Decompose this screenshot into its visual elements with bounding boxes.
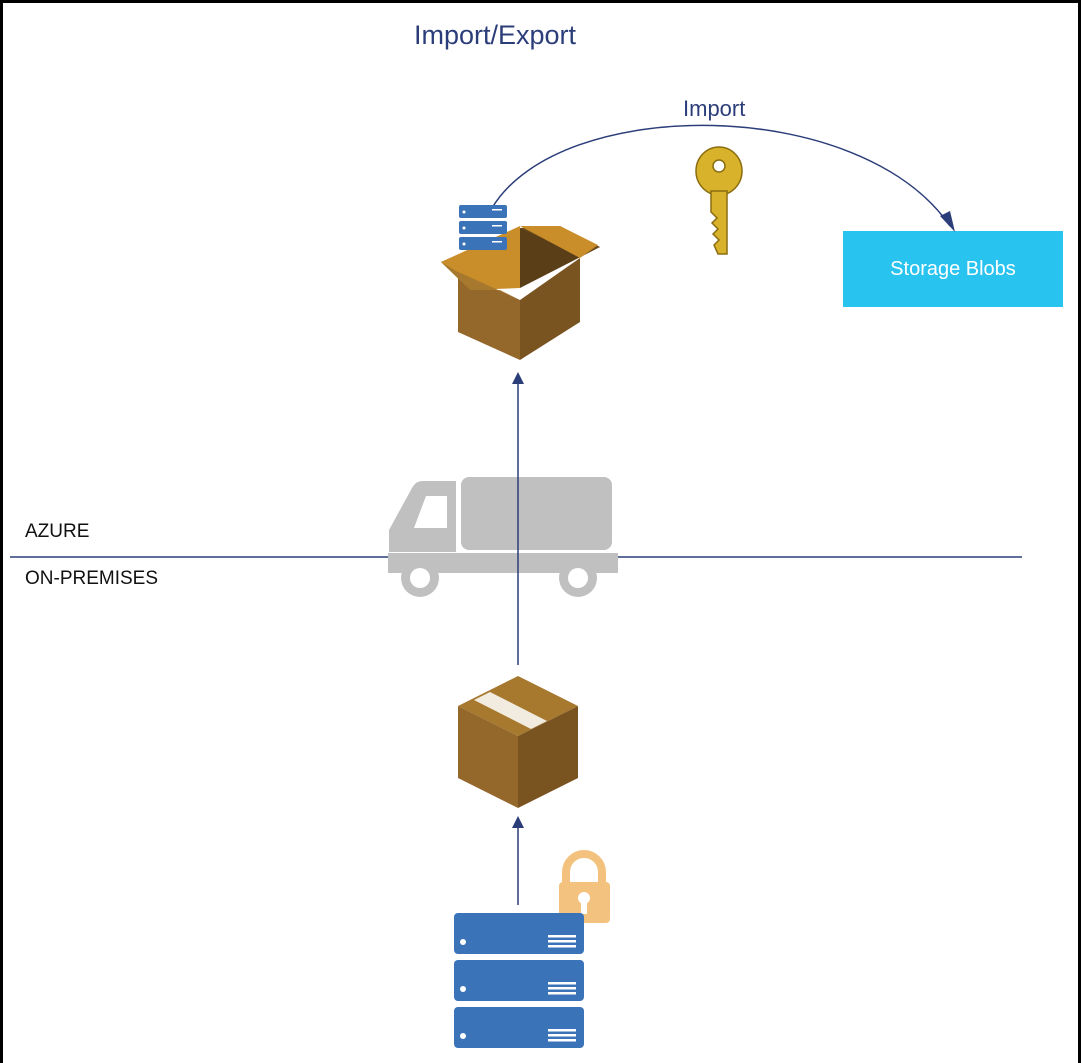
lock-icon xyxy=(559,850,610,923)
open-box-icon xyxy=(441,226,600,360)
import-arc xyxy=(491,124,951,227)
server-icon xyxy=(459,205,507,250)
import-arrowhead xyxy=(940,211,955,232)
on-premises-label: ON-PREMISES xyxy=(25,568,159,589)
storage-blobs-label: Storage Blobs xyxy=(890,258,1016,280)
azure-label: AZURE xyxy=(25,521,90,542)
arrow-head-bottom xyxy=(512,816,524,828)
key-icon xyxy=(695,146,743,255)
diagram-title: Import/Export xyxy=(414,20,577,50)
server-stack-icon xyxy=(454,913,584,1048)
truck-icon xyxy=(388,477,618,597)
import-label: Import xyxy=(683,96,746,121)
arrow-head-top xyxy=(512,372,524,384)
closed-box-icon xyxy=(458,676,578,808)
storage-blobs-box[interactable] xyxy=(843,231,1063,307)
